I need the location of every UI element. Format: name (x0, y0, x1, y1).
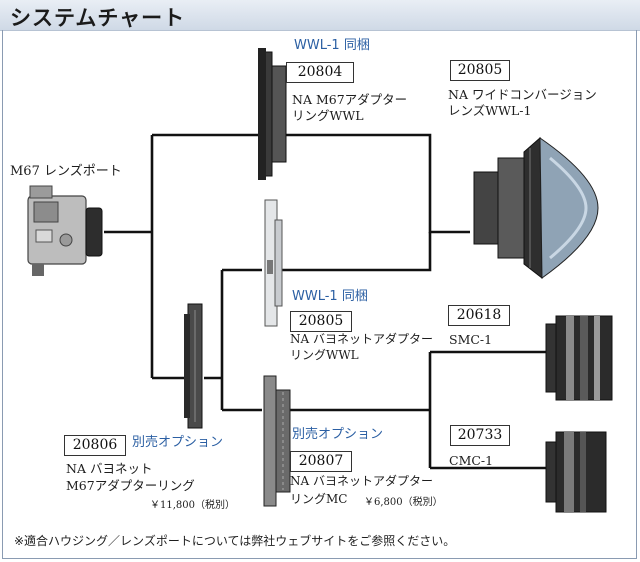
bayonet-m67-ring-image (184, 303, 203, 429)
adapter-wwl-name-1: NA M67アダプター (292, 92, 408, 107)
title-bar: システムチャート (0, 0, 640, 31)
bayonet-code: 20806 (64, 435, 126, 456)
lens-port-image (27, 185, 103, 276)
bayonet-mc-code: 20807 (290, 451, 352, 472)
page-title: システムチャート (10, 6, 186, 30)
bayonet-wwl-bundle: WWL-1 同梱 (292, 289, 368, 304)
smc-name: SMC-1 (449, 332, 493, 347)
bayonet-ring-mc-image (263, 375, 291, 507)
wide-conversion-lens-image (473, 136, 599, 280)
wwl-lens-name-2: レンズWWL-1 (448, 103, 532, 118)
wwl-lens-code: 20805 (450, 60, 510, 81)
bayonet-ring-wwl-image (264, 199, 283, 327)
adapter-ring-wwl-image (258, 48, 287, 180)
bayonet-name-2: M67アダプターリング (66, 478, 195, 493)
bayonet-price: ￥11,800（税別） (150, 500, 235, 511)
bayonet-mc-option: 別売オプション (292, 427, 384, 442)
footer-note: ※適合ハウジング／レンズポートについては弊社ウェブサイトをご参照ください。 (14, 534, 456, 548)
bayonet-mc-name-1: NA バヨネットアダプター (290, 474, 433, 488)
bayonet-wwl-name-1: NA バヨネットアダプター (290, 332, 433, 346)
wwl-lens-name-1: NA ワイドコンバージョン (448, 87, 597, 102)
adapter-wwl-name-2: リングWWL (292, 108, 364, 123)
cmc-name: CMC-1 (449, 453, 494, 468)
bayonet-wwl-code: 20805 (290, 311, 352, 332)
adapter-wwl-code: 20804 (286, 62, 354, 83)
lens-port-label: M67 レンズポート (10, 164, 122, 179)
smc-lens-image (545, 315, 613, 401)
bayonet-mc-name-2: リングMC (290, 492, 348, 506)
cmc-lens-image (545, 431, 607, 513)
bayonet-option: 別売オプション (132, 435, 224, 450)
smc-code: 20618 (448, 305, 510, 326)
bayonet-mc-price: ￥6,800（税別） (364, 497, 443, 508)
cmc-code: 20733 (450, 425, 510, 446)
adapter-wwl-bundle: WWL-1 同梱 (294, 38, 370, 53)
chart-frame (2, 30, 637, 559)
bayonet-wwl-name-2: リングWWL (290, 348, 359, 362)
bayonet-name-1: NA バヨネット (66, 461, 153, 476)
